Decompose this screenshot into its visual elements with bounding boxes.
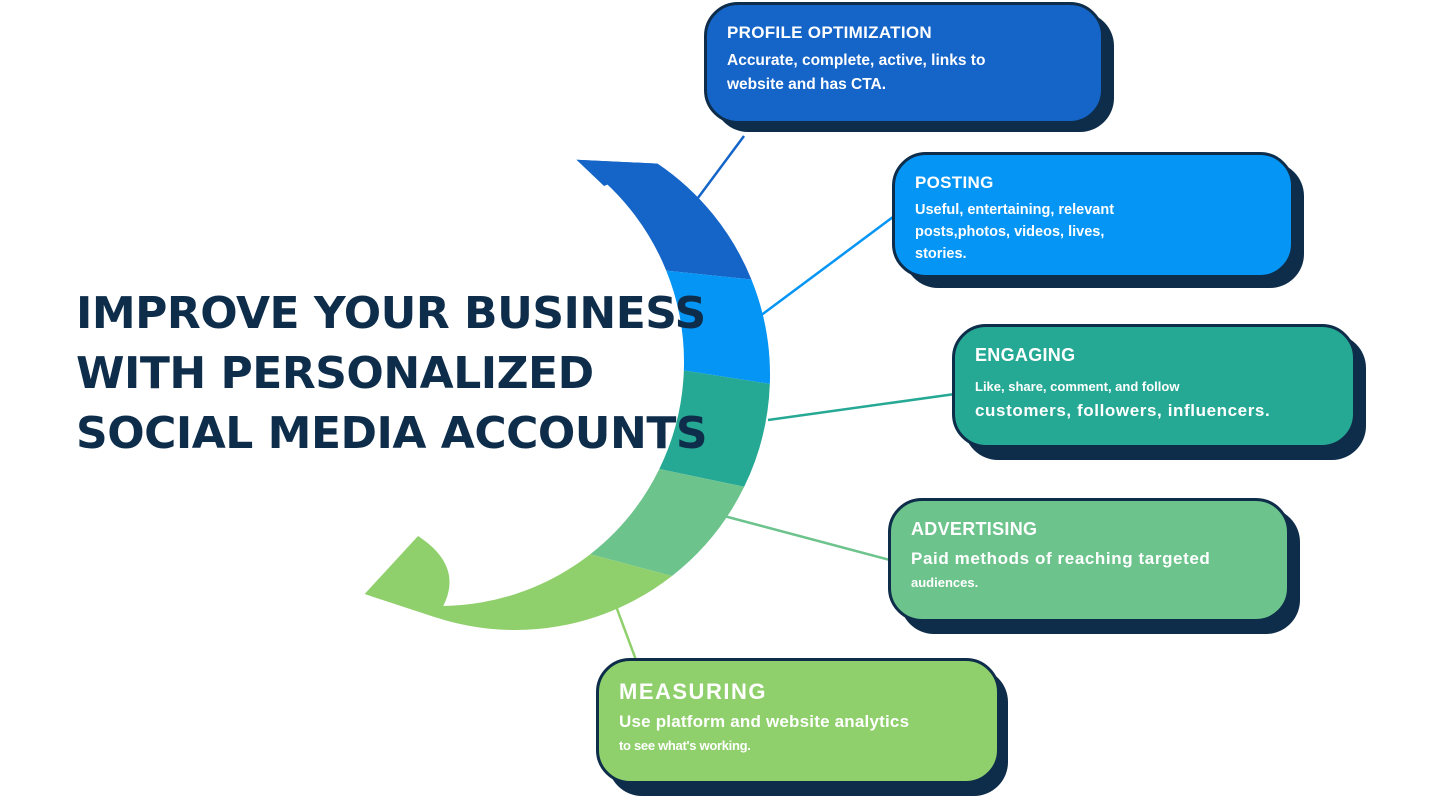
step-title: PROFILE OPTIMIZATION bbox=[727, 23, 932, 42]
step-title: ADVERTISING bbox=[911, 519, 1038, 539]
headline-line-2: WITH PERSONALIZED bbox=[76, 348, 594, 399]
step-description: Like, share, comment, and follow custome… bbox=[975, 376, 1333, 424]
step-card-advertising: ADVERTISING Paid methods of reaching tar… bbox=[888, 498, 1290, 622]
step-desc-line: stories. bbox=[915, 246, 967, 262]
step-desc-line: Paid methods of reaching targeted bbox=[911, 549, 1211, 568]
step-desc-line: Use platform and website analytics bbox=[619, 712, 910, 731]
arc-segment bbox=[659, 370, 770, 487]
step-card-engaging: ENGAGING Like, share, comment, and follo… bbox=[952, 324, 1356, 448]
step-desc-line: posts,photos, videos, lives, bbox=[915, 224, 1105, 240]
step-title: POSTING bbox=[915, 173, 994, 192]
arc-tip-bottom bbox=[364, 536, 450, 618]
step-card-posting: POSTING Useful, entertaining, relevant p… bbox=[892, 152, 1294, 278]
connector-line bbox=[767, 392, 956, 422]
arc-segment bbox=[590, 468, 745, 576]
step-card-profile-optimization: PROFILE OPTIMIZATION Accurate, complete,… bbox=[704, 2, 1104, 124]
step-title: MEASURING bbox=[619, 679, 767, 704]
arc-segment bbox=[666, 270, 770, 384]
step-description: Accurate, complete, active, links to web… bbox=[727, 49, 1081, 97]
arc-segment bbox=[364, 554, 672, 631]
step-desc-line: Like, share, comment, and follow bbox=[975, 379, 1180, 394]
connector-line bbox=[759, 215, 894, 318]
connector-line bbox=[723, 514, 891, 562]
step-desc-line: to see what's working. bbox=[619, 738, 751, 753]
headline-line-1: IMPROVE YOUR BUSINESS bbox=[76, 288, 706, 339]
step-description: Useful, entertaining, relevant posts,pho… bbox=[915, 199, 1271, 265]
step-desc-line: audiences. bbox=[911, 575, 979, 590]
step-desc-line: Accurate, complete, active, links to bbox=[727, 52, 986, 69]
step-desc-line: website and has CTA. bbox=[727, 76, 887, 93]
step-card-measuring: MEASURING Use platform and website analy… bbox=[596, 658, 1000, 784]
step-desc-line: customers, followers, influencers. bbox=[975, 401, 1271, 420]
arc-segment bbox=[576, 159, 752, 280]
arc-tip-top bbox=[576, 159, 658, 186]
step-description: Use platform and website analytics to se… bbox=[619, 709, 977, 757]
step-title: ENGAGING bbox=[975, 345, 1076, 365]
step-desc-line: Useful, entertaining, relevant bbox=[915, 202, 1115, 218]
step-description: Paid methods of reaching targeted audien… bbox=[911, 546, 1267, 594]
headline-line-3: SOCIAL MEDIA ACCOUNTS bbox=[76, 408, 708, 459]
headline: IMPROVE YOUR BUSINESS WITH PERSONALIZED … bbox=[76, 284, 726, 464]
